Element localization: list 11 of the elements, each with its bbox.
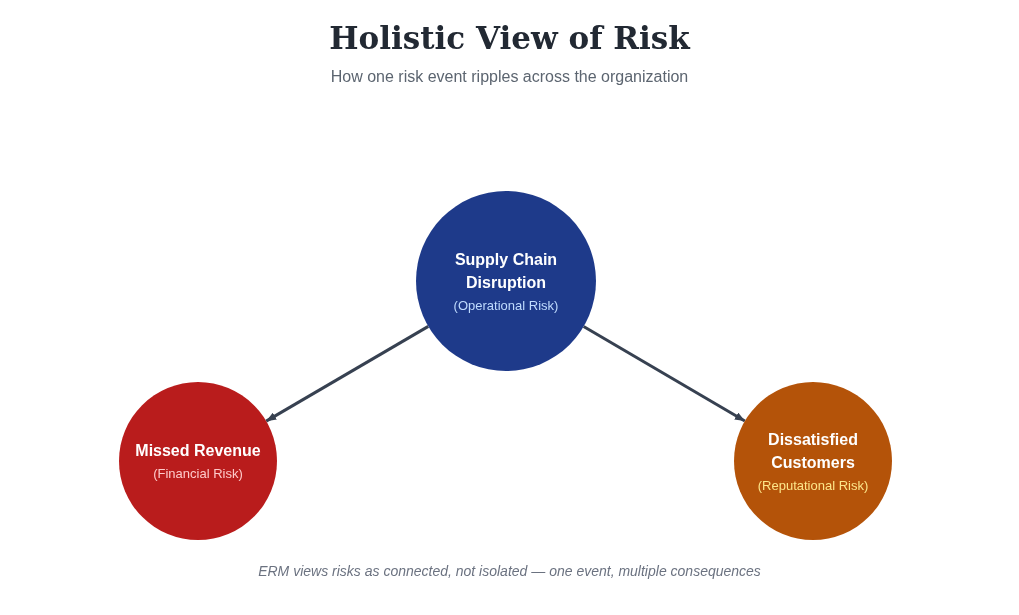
subtitle: How one risk event ripples across the organization: [330, 68, 689, 85]
risk-category: (Operational Risk): [453, 296, 559, 315]
risk-name: Dissatisfied Customers: [767, 429, 859, 473]
title: Holistic View of Risk: [329, 20, 690, 56]
risk-category: (Financial Risk): [153, 465, 243, 483]
risk-name: Missed Revenue: [135, 441, 261, 461]
risk-category: (Reputational Risk): [757, 476, 869, 495]
arrow: [265, 325, 430, 423]
caption: ERM views risks as connected, not isolated — one event, multiple consequences: [258, 563, 761, 579]
arrow: [582, 325, 746, 423]
risk-name: Supply Chain Disruption: [453, 249, 559, 293]
